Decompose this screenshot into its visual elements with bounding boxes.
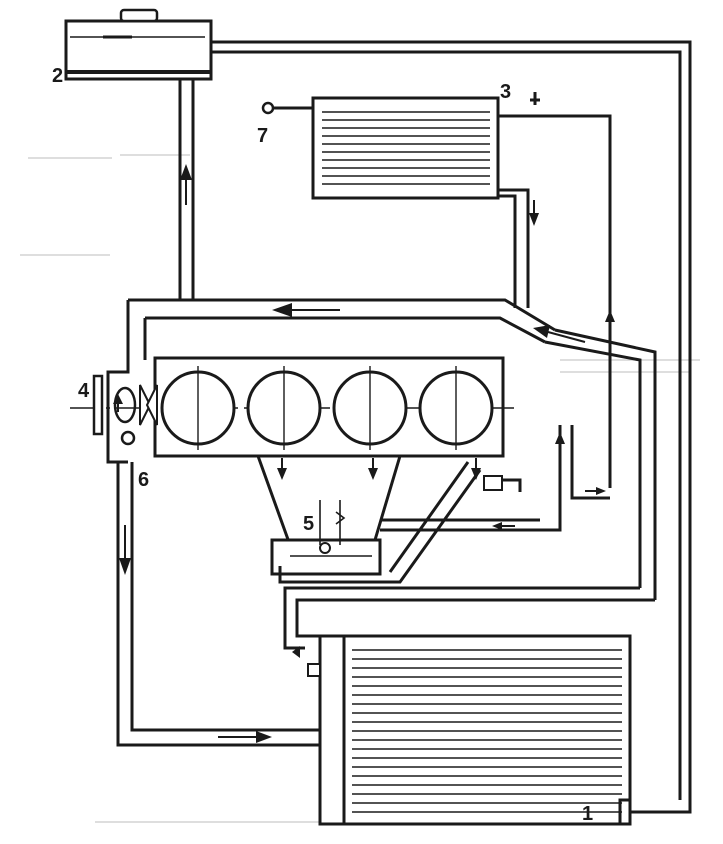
flow-arrow-left-small [492,522,515,530]
heater-tap-valve [261,101,313,115]
flow-arrow-up [180,164,192,205]
fan-blade [145,384,158,426]
callout-labels: 1 2 3 4 5 6 7 [52,65,593,825]
flow-arrow-right-small [585,487,606,495]
thermostat-housing [256,455,402,576]
flow-arrow-down-cyl [471,458,481,480]
callout-heater-tap: 7 [257,125,268,147]
callout-expansion-tank: 2 [52,65,63,87]
flow-arrow-down-left [119,525,131,575]
callout-thermostat: 5 [303,513,314,535]
cylinder [418,366,494,450]
heater-core [311,96,500,200]
water-pump [120,430,136,446]
flow-arrow-up-side [555,432,565,452]
flow-arrow-right-bottom [218,731,272,743]
radiator [307,634,632,826]
callout-water-pump: 6 [138,469,149,491]
callout-radiator: 1 [582,803,593,825]
flow-arrow-up-pump [113,394,123,412]
flow-arrow-up-right-pipe [605,310,615,330]
flow-arrow-left [272,303,340,317]
engine-block [70,356,518,458]
flow-arrow-down-cyl [368,458,378,480]
flow-arrows [113,164,615,743]
cylinder [332,366,408,450]
expansion-tank [64,8,213,81]
background-print-marks [20,154,700,823]
fan-and-pulley [92,374,158,446]
fan-blade [139,384,152,426]
flow-arrow-left-radiator [292,646,300,658]
coolant-pipes [106,40,692,824]
flow-arrow-down-cyl [277,458,287,480]
flow-arrow-down [529,200,539,226]
callout-heater-core: 3 [500,81,511,103]
tank-filler-cap [119,8,159,23]
radiator-tank [318,634,346,826]
callout-fan-pulley: 4 [78,380,90,402]
cylinder [160,366,236,450]
flow-arrow-upleft [533,325,586,343]
cylinder [246,366,322,450]
pulley [92,374,104,436]
radiator-sensor [307,663,321,677]
